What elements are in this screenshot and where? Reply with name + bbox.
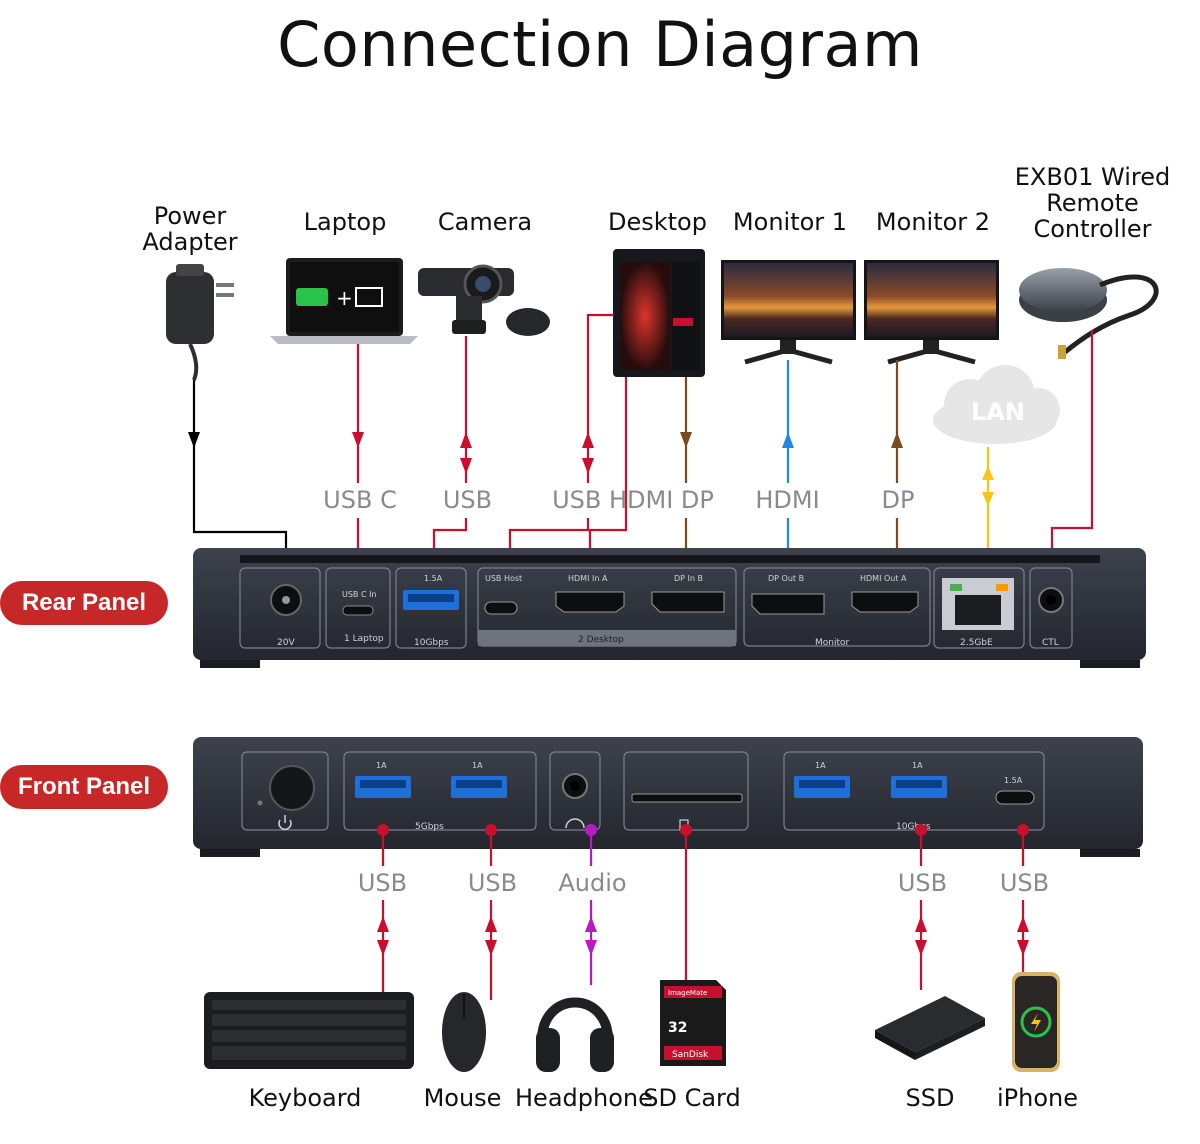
rear-dp-in-label: DP In B — [674, 574, 703, 583]
conn-label-usb-ssd: USB — [897, 869, 948, 897]
label-headphone: Headphone — [515, 1084, 653, 1112]
rear-lan-speed-label: 2.5GbE — [960, 638, 993, 648]
rear-hdmi-in-label: HDMI In A — [568, 574, 608, 583]
label-monitor-2: Monitor 2 — [875, 208, 991, 236]
headset-icon — [565, 818, 585, 829]
rear-laptop-group-label: 1 Laptop — [344, 634, 384, 644]
label-power-adapter: Power Adapter — [142, 202, 238, 256]
desktop-pc-icon — [613, 249, 705, 377]
monitor-1-icon — [721, 260, 856, 365]
mouse-icon — [442, 992, 486, 1072]
front-1a-label-3: 1A — [815, 761, 826, 770]
front-1-5a-label: 1.5A — [1004, 776, 1023, 785]
rear-hdmi-out-label: HDMI Out A — [860, 574, 907, 583]
power-adapter-icon — [166, 264, 234, 381]
ssd-icon — [875, 996, 985, 1060]
page-title: Connection Diagram — [277, 8, 923, 81]
desktop-hdmi-line — [588, 377, 628, 568]
lan-cloud-icon: LAN — [933, 365, 1060, 444]
label-keyboard: Keyboard — [248, 1084, 362, 1112]
conn-label-dp: DP — [881, 486, 915, 514]
controller-line — [1050, 330, 1094, 568]
rear-desktop-group-label: 2 Desktop — [578, 635, 624, 645]
label-sd-card: SD Card — [643, 1084, 741, 1112]
conn-label-usb-mouse: USB — [467, 869, 518, 897]
front-1a-label-1: 1A — [376, 761, 387, 770]
rear-panel-tag: Rear Panel — [0, 581, 168, 625]
rear-panel: 20V USB C In 1 Laptop 1.5A 10Gbps 2 Desk… — [193, 548, 1146, 668]
camera-icon — [418, 264, 550, 336]
label-desktop: Desktop — [608, 208, 707, 236]
rear-10gbps-label: 10Gbps — [414, 638, 449, 648]
label-monitor-1: Monitor 1 — [732, 208, 848, 236]
rear-dp-out-label: DP Out B — [768, 574, 804, 583]
label-ssd: SSD — [905, 1084, 955, 1112]
front-5gbps-label: 5Gbps — [415, 822, 444, 832]
sd-maker-label: SanDisk — [672, 1050, 709, 1060]
front-panel-tag: Front Panel — [0, 765, 168, 809]
rear-ctl-label: CTL — [1042, 638, 1059, 648]
conn-label-hdmi: HDMI — [755, 486, 820, 514]
label-controller: EXB01 Wired Remote Controller — [1014, 163, 1171, 243]
front-10gbps-label: 10Gbps — [896, 822, 931, 832]
label-laptop: Laptop — [303, 208, 387, 236]
rear-usb-host-label: USB Host — [485, 574, 522, 583]
top-arrowheads — [188, 432, 994, 506]
keyboard-icon — [204, 992, 414, 1069]
iphone-icon — [1012, 972, 1060, 1072]
headphone-icon — [536, 997, 614, 1072]
rear-usbc-in-label: USB C In — [342, 590, 377, 599]
label-mouse: Mouse — [423, 1084, 502, 1112]
remote-controller-icon — [1019, 268, 1159, 359]
conn-label-usb-hdmi-dp: USB HDMI DP — [552, 486, 714, 514]
front-1a-label-2: 1A — [472, 761, 483, 770]
power-icon — [278, 815, 292, 830]
sd-brand-label: ImageMate — [668, 989, 707, 997]
front-panel: 1A 1A 5Gbps 1A 1A 1.5A 10Gbps — [193, 737, 1143, 857]
conn-label-usb-keyboard: USB — [357, 869, 408, 897]
svg-text:+: + — [336, 286, 353, 310]
lan-label: LAN — [971, 398, 1025, 426]
camera-usb-line — [432, 336, 468, 568]
front-endpoints — [377, 824, 1029, 836]
conn-label-usb-iphone: USB — [999, 869, 1050, 897]
conn-label-usbc: USB C — [323, 486, 397, 514]
monitor-2-icon — [864, 260, 999, 365]
conn-label-usb-camera: USB — [442, 486, 493, 514]
label-camera: Camera — [437, 208, 533, 236]
rear-power-label: 20V — [277, 638, 295, 648]
bottom-arrowheads — [377, 916, 1029, 956]
laptop-icon: + — [270, 258, 418, 344]
label-iphone: iPhone — [996, 1084, 1078, 1112]
conn-label-audio: Audio — [558, 869, 627, 897]
rear-monitor-group-label: Monitor — [815, 638, 850, 648]
rear-1-5a-label: 1.5A — [424, 574, 443, 583]
sd-card-icon: ImageMate 32 SanDisk — [660, 980, 726, 1066]
front-1a-label-4: 1A — [912, 761, 923, 770]
sd-capacity-label: 32 — [668, 1020, 687, 1036]
